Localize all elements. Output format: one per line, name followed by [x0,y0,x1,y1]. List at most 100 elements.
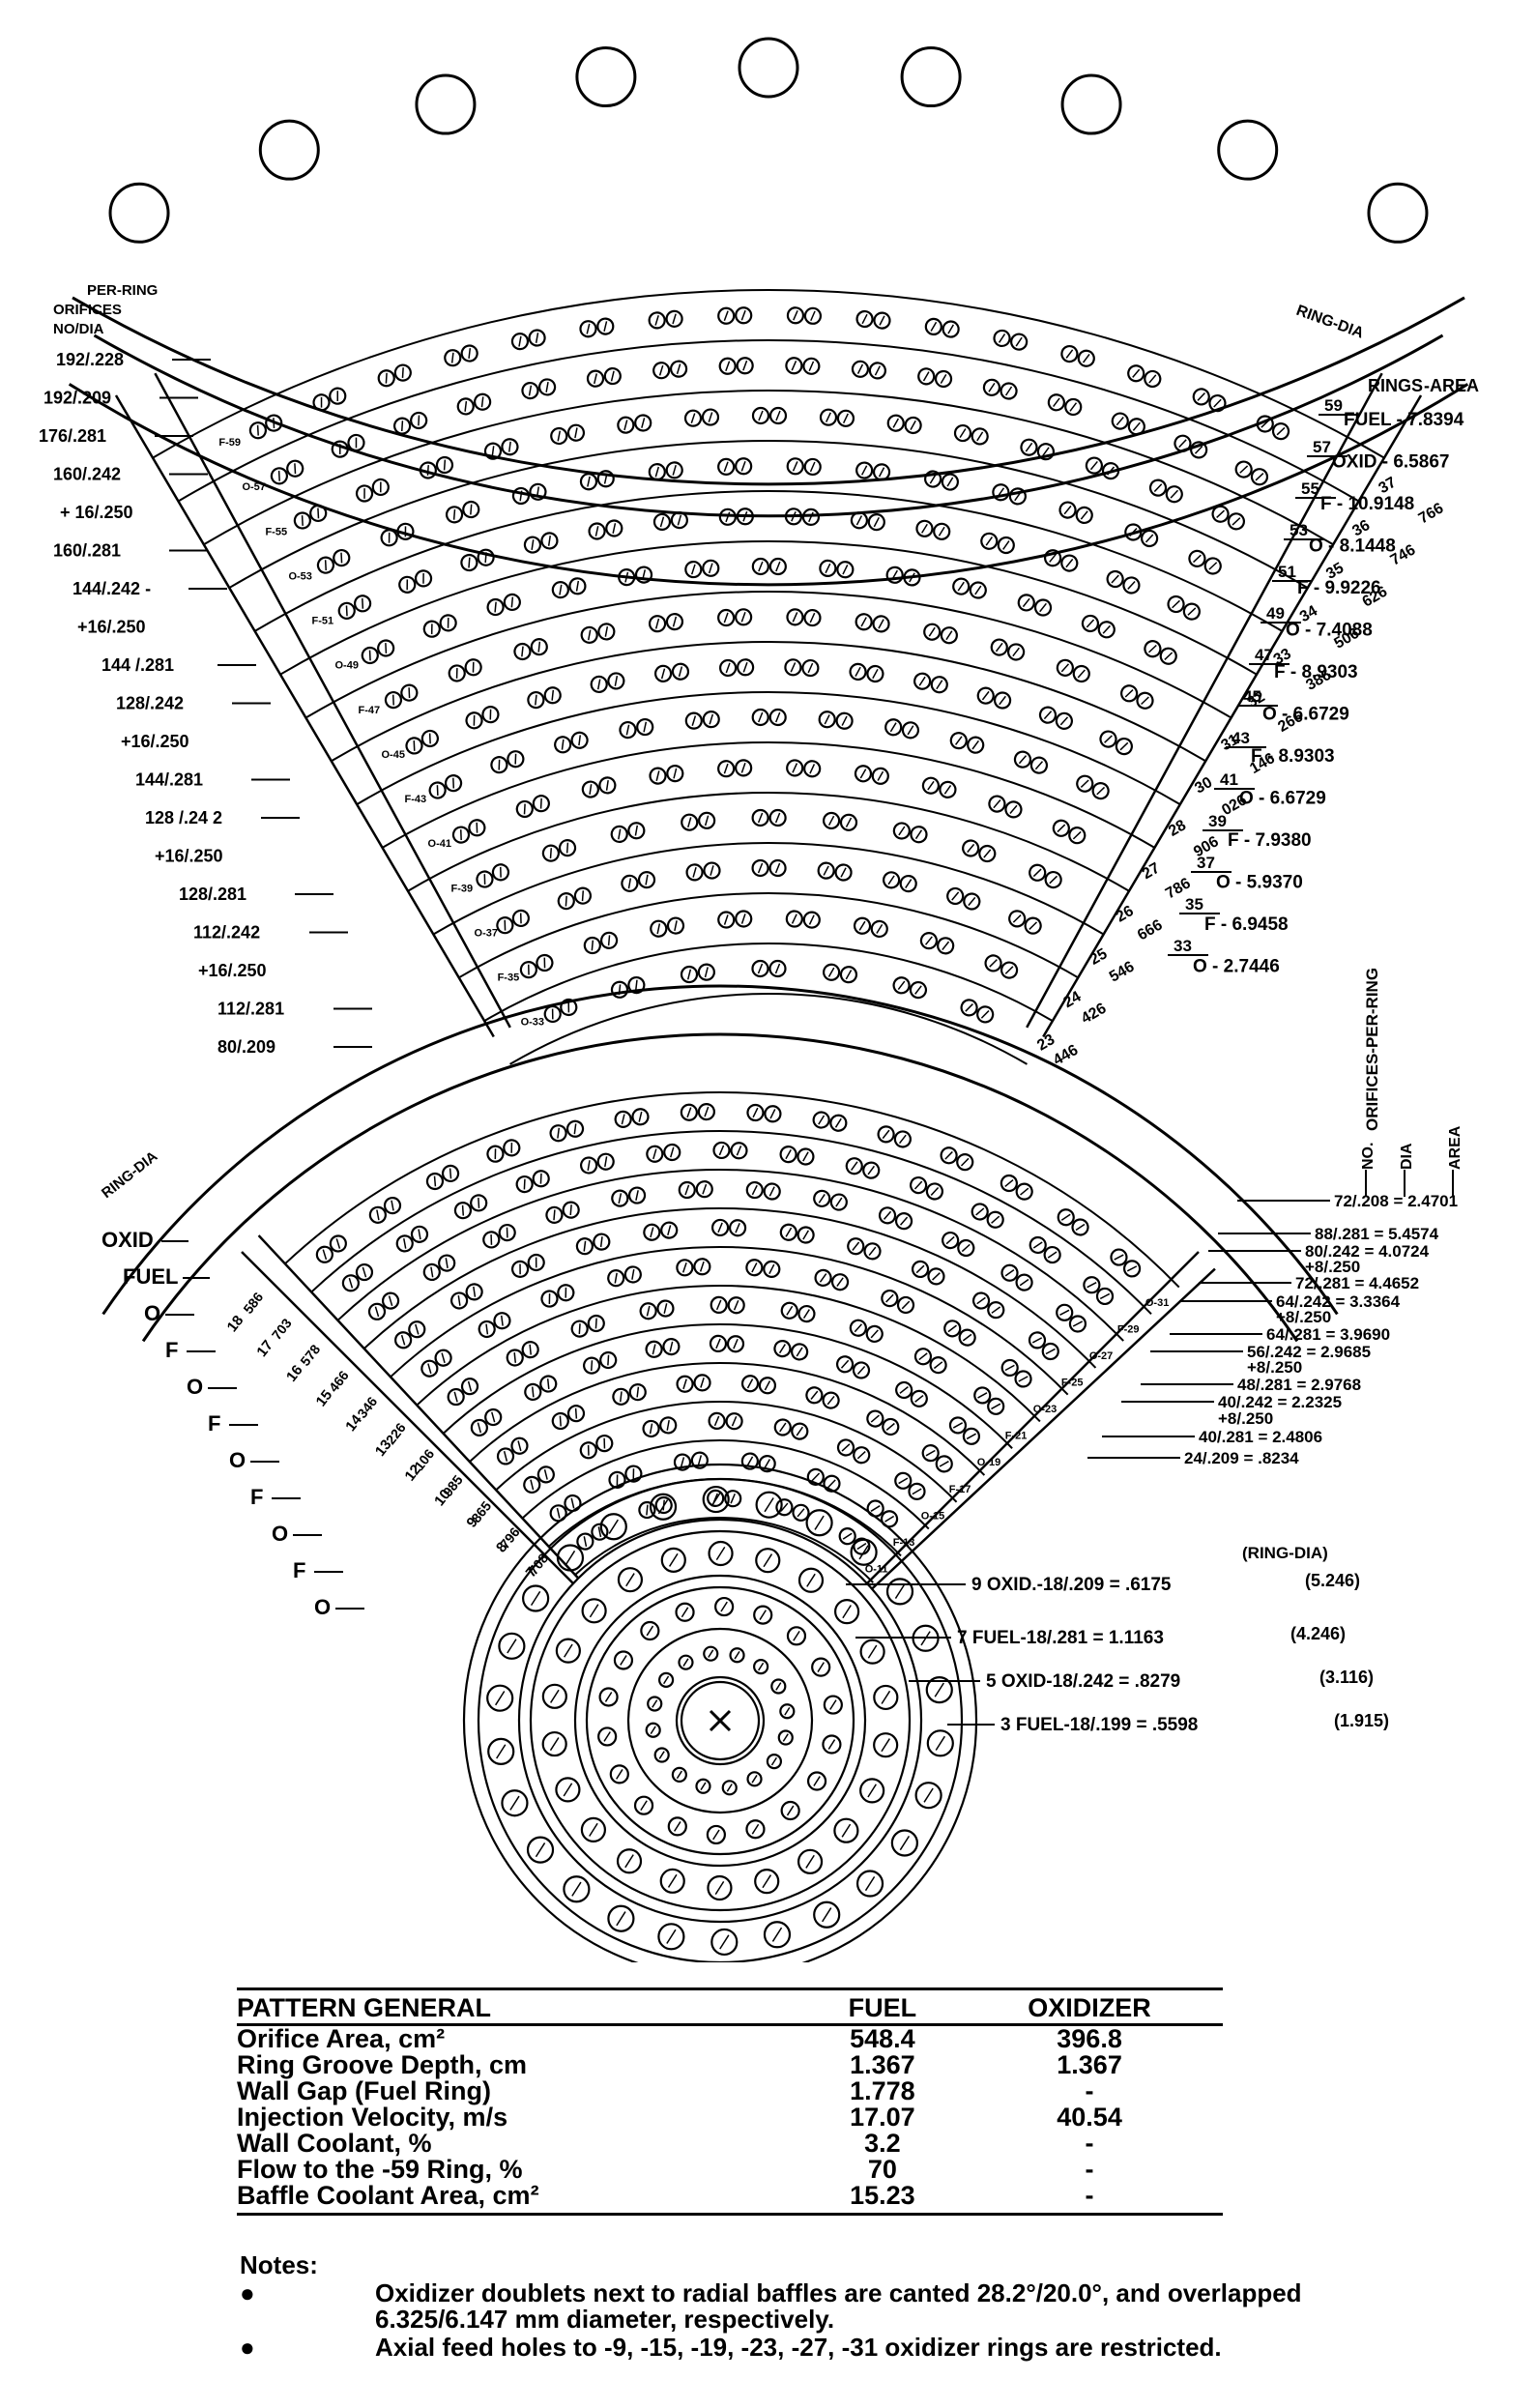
orifice [976,1005,995,1024]
orifice-doublet [576,1523,609,1551]
orifice-doublet [745,1259,781,1278]
orifice [590,675,608,694]
orifice [444,349,462,367]
orifice-mark [545,382,549,392]
inner-right-label: 24/.209 = .8234 [1184,1449,1299,1467]
orifice [605,519,623,537]
orifice-mark [734,1650,740,1660]
orifice [946,886,965,906]
orifice-mark [1102,624,1111,634]
orifice-mark [616,1911,626,1927]
orifice [491,863,510,882]
orifice-mark [740,914,746,924]
outer-left-label: 128/.281 [179,885,246,904]
orifice-doublet [448,658,482,682]
orifice [524,1382,542,1402]
ring-groove-arc [356,691,1181,805]
center-orifice [487,1737,515,1765]
orifice [680,965,699,984]
fuel-value: 70 [867,2155,897,2184]
orifice-doublet [779,1223,815,1244]
orifice-mark [610,370,615,382]
orifice-mark [654,315,659,326]
orifice [1182,602,1201,621]
orifice-doublet [712,1141,748,1160]
orifice-doublet [652,360,688,380]
orifice-mark [945,1235,955,1245]
orifice-mark [967,843,975,854]
center-orifice [755,1491,783,1519]
orifice [599,1350,618,1370]
orifice-doublet [652,511,688,532]
center-orifice [616,1848,643,1874]
orifice [541,844,560,862]
orifice [850,511,869,530]
orifice-mark [1116,416,1124,426]
orifice [286,459,304,478]
orifice [728,1219,747,1237]
orifice [1000,382,1018,400]
orifice-mark [1002,540,1010,550]
orifice [498,1223,516,1242]
orifice-mark [603,321,608,333]
orifice-mark [363,488,365,499]
orifice-mark [517,1440,522,1452]
orifice [355,1262,374,1282]
orifice [595,1435,614,1453]
orifice-doublet [805,1386,840,1409]
orifice [1010,333,1029,351]
orifice [1144,369,1162,389]
orifice-mark [885,1293,894,1303]
orifice [724,1490,742,1508]
orifice [451,826,471,844]
orifice-mark [640,1800,648,1812]
orifice [1015,1273,1033,1291]
ring-id-label: 37 [1197,854,1215,872]
orifice [1044,870,1062,889]
outer-left-label: 128/.242 [116,694,184,713]
orifice-mark [840,867,847,878]
orifice-doublet [1020,438,1056,461]
orifice [484,1407,503,1427]
orifice-doublet [1144,640,1177,665]
orifice [1007,643,1026,661]
center-orifice [501,1789,529,1817]
orifice [410,411,428,430]
orifice-mark [758,561,764,572]
ring-groove-arc [382,741,1155,849]
orifice-doublet [486,593,521,617]
orifice-doublet [579,1435,614,1460]
orifice [1106,569,1124,589]
orifice [1033,598,1053,617]
orifice [873,311,891,330]
outer-ring-number: 31 [1218,732,1241,755]
orifice-doublet [845,1157,881,1179]
orifice [1085,456,1103,475]
orifice-mark [430,624,433,635]
orifice [726,1335,745,1353]
orifice [394,1331,413,1349]
orifice-mark [774,862,781,874]
orifice-doublet [541,839,577,862]
orifice-mark [676,363,681,375]
orifice-doublet [549,1119,585,1143]
orifice [474,392,492,411]
center-orifice [695,1778,711,1794]
orifice [822,811,841,830]
ring-id-label: 45 [1243,687,1261,706]
radial-baffle-line [1042,394,1423,1038]
orifice [341,1274,360,1292]
orifice-mark [692,867,697,878]
orifice-doublet [849,1319,884,1344]
orifice [537,378,557,396]
orifice [650,919,668,938]
orifice-doublet [740,1452,776,1473]
orifice [1000,1174,1018,1193]
inner-right-label: 40/.242 = 2.2325 [1218,1393,1342,1411]
orifice-mark [718,1145,725,1156]
orifice-mark [1034,761,1044,770]
orifice-mark [976,1296,986,1305]
orifice [551,1411,569,1431]
orifice-doublet [971,1291,1005,1320]
ring-groove-arc [521,1438,930,1530]
